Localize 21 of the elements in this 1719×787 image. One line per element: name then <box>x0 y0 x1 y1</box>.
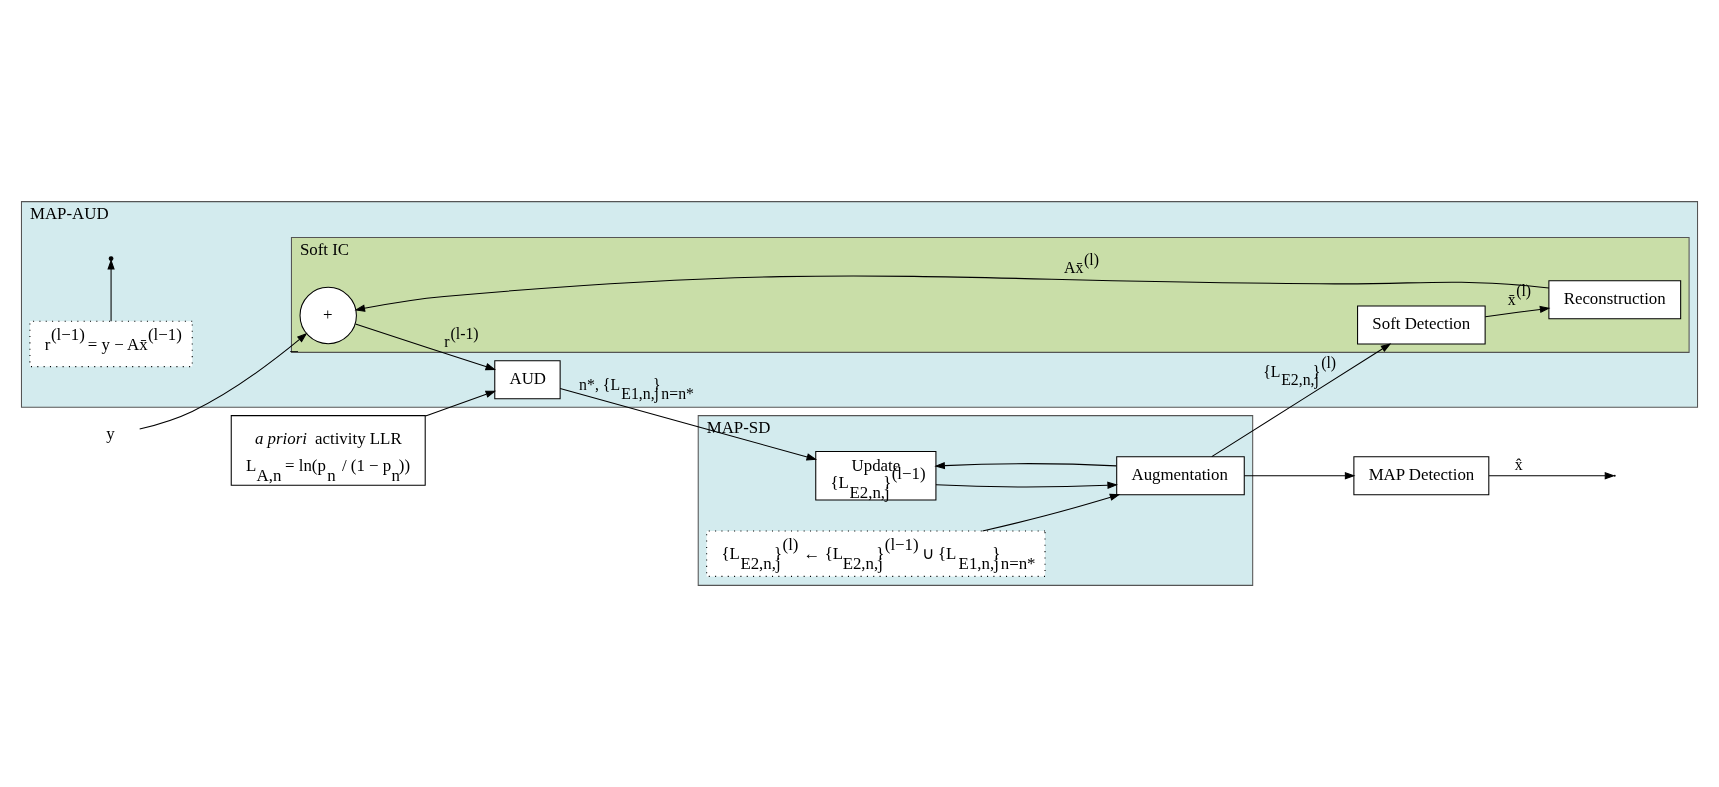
edge-label: x̂ <box>1514 456 1523 474</box>
node-box: Augmentation <box>1116 456 1245 496</box>
arrow <box>1484 305 1551 318</box>
node-box: MAP Detection <box>1353 456 1490 496</box>
arrow <box>934 461 1117 470</box>
arrow <box>935 481 1118 489</box>
arrow <box>982 493 1121 532</box>
arrow <box>354 323 497 371</box>
arrow <box>107 258 115 322</box>
node-box: Reconstruction <box>1548 280 1682 320</box>
arrow <box>139 332 308 430</box>
arrow <box>354 275 1550 312</box>
node-circle: + <box>299 286 357 345</box>
arrow <box>1211 343 1392 458</box>
node-box: AUD <box>494 360 561 400</box>
arrow <box>1243 472 1356 480</box>
arrow <box>1488 472 1616 480</box>
node-text: y <box>106 423 115 443</box>
node-box: Soft Detection <box>1357 305 1486 345</box>
arrow <box>559 388 818 461</box>
arrow <box>424 390 497 417</box>
